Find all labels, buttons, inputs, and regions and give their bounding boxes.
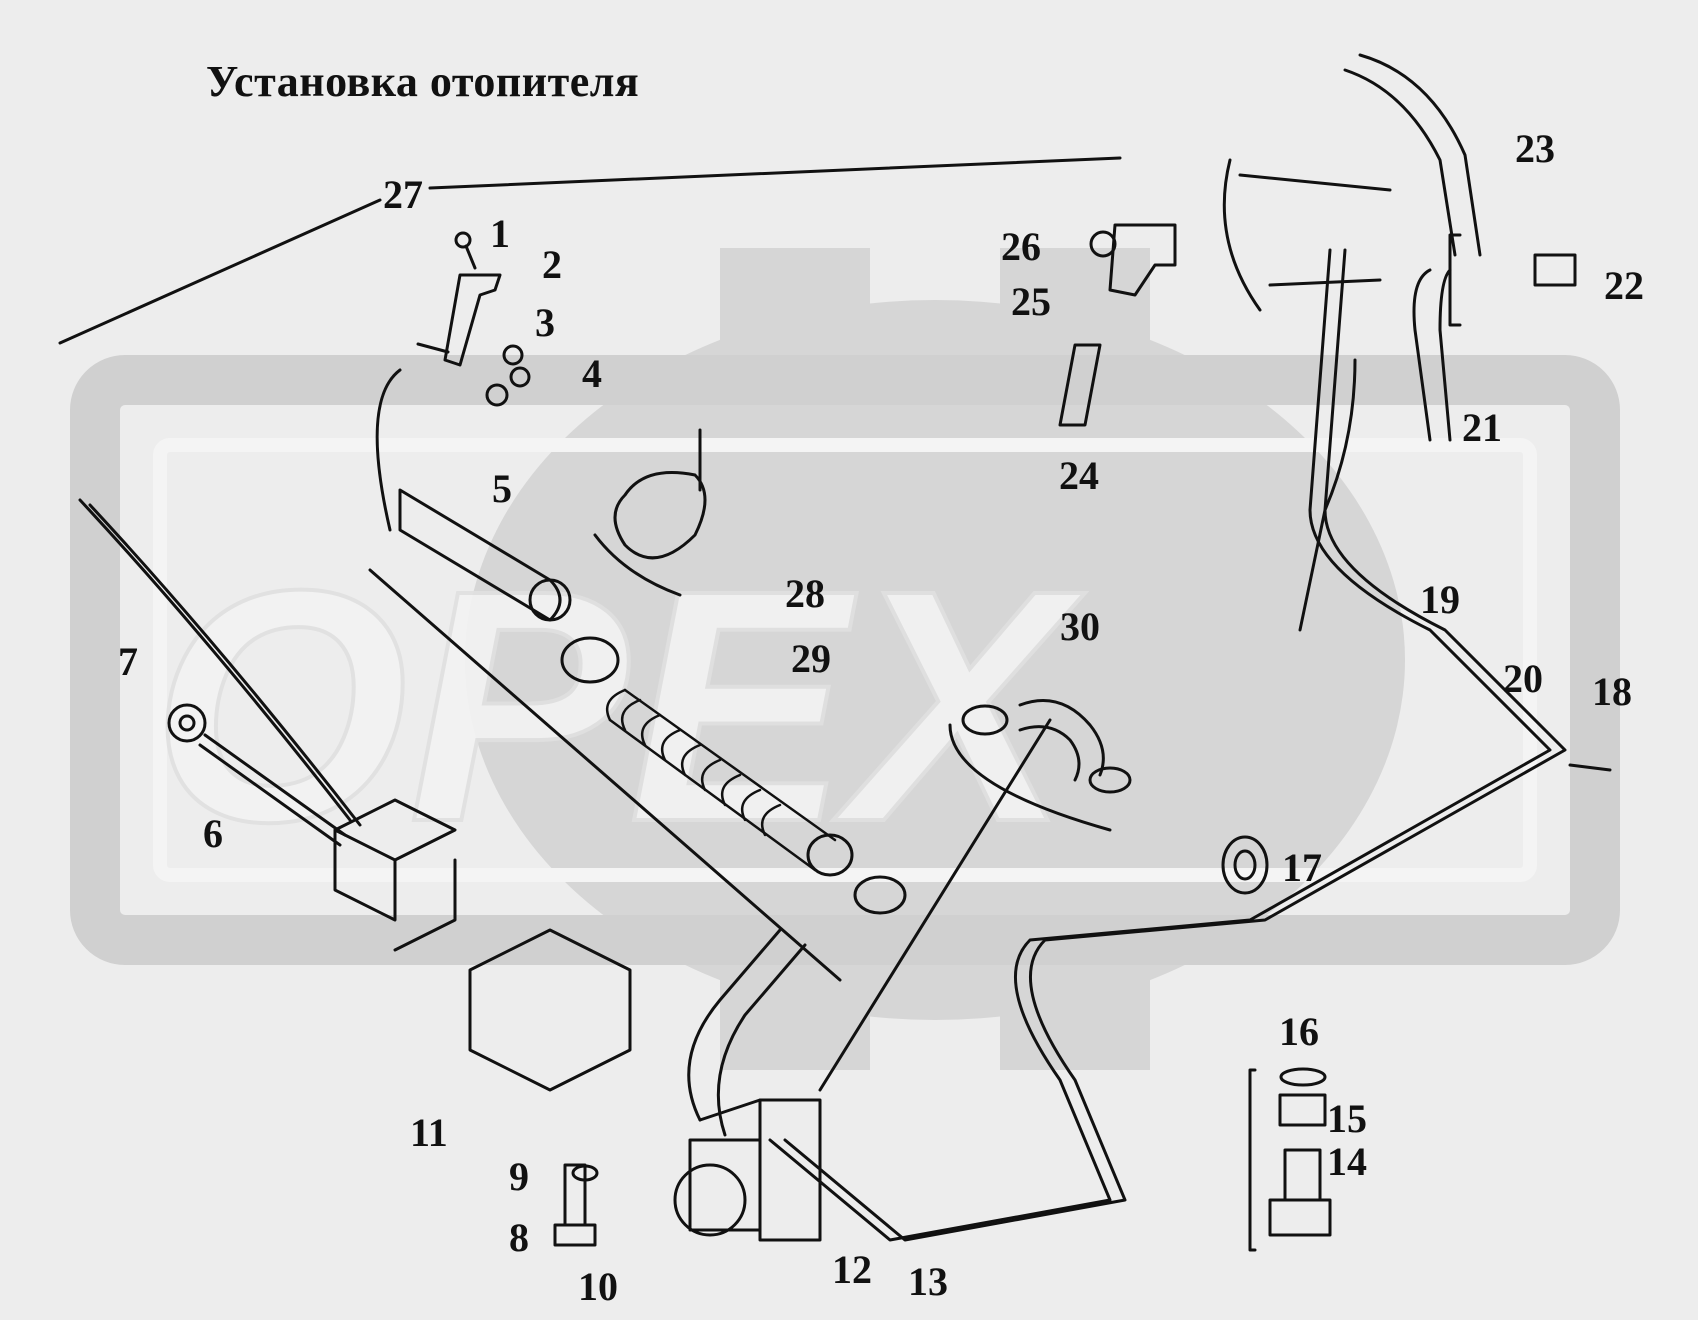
callout-15: 15	[1327, 1096, 1367, 1141]
callout-9: 9	[509, 1154, 529, 1199]
callout-10: 10	[578, 1264, 618, 1309]
callout-21: 21	[1462, 405, 1502, 450]
callout-5: 5	[492, 466, 512, 511]
callout-27: 27	[383, 172, 423, 217]
callout-13: 13	[908, 1259, 948, 1304]
callout-22: 22	[1604, 263, 1644, 308]
callout-17: 17	[1282, 845, 1322, 890]
callout-16: 16	[1279, 1009, 1319, 1054]
callout-18: 18	[1592, 669, 1632, 714]
callout-1: 1	[490, 211, 510, 256]
watermark-frame	[70, 355, 1620, 965]
callout-28: 28	[785, 571, 825, 616]
callout-19: 19	[1420, 577, 1460, 622]
callout-11: 11	[410, 1110, 448, 1155]
callout-2: 2	[542, 242, 562, 287]
callout-23: 23	[1515, 126, 1555, 171]
callout-8: 8	[509, 1215, 529, 1260]
callout-30: 30	[1060, 604, 1100, 649]
corrugated-hose	[605, 688, 837, 872]
callout-14: 14	[1327, 1139, 1367, 1184]
callout-26: 26	[1001, 224, 1041, 269]
callout-7: 7	[118, 639, 138, 684]
watermark-text: OPEX	[151, 521, 1085, 890]
callout-20: 20	[1503, 656, 1543, 701]
callout-4: 4	[582, 351, 602, 396]
callout-24: 24	[1059, 453, 1099, 498]
callout-6: 6	[203, 811, 223, 856]
page-title: Установка отопителя	[206, 57, 640, 106]
callout-25: 25	[1011, 279, 1051, 324]
callout-3: 3	[535, 300, 555, 345]
callout-29: 29	[791, 636, 831, 681]
callout-12: 12	[832, 1247, 872, 1292]
